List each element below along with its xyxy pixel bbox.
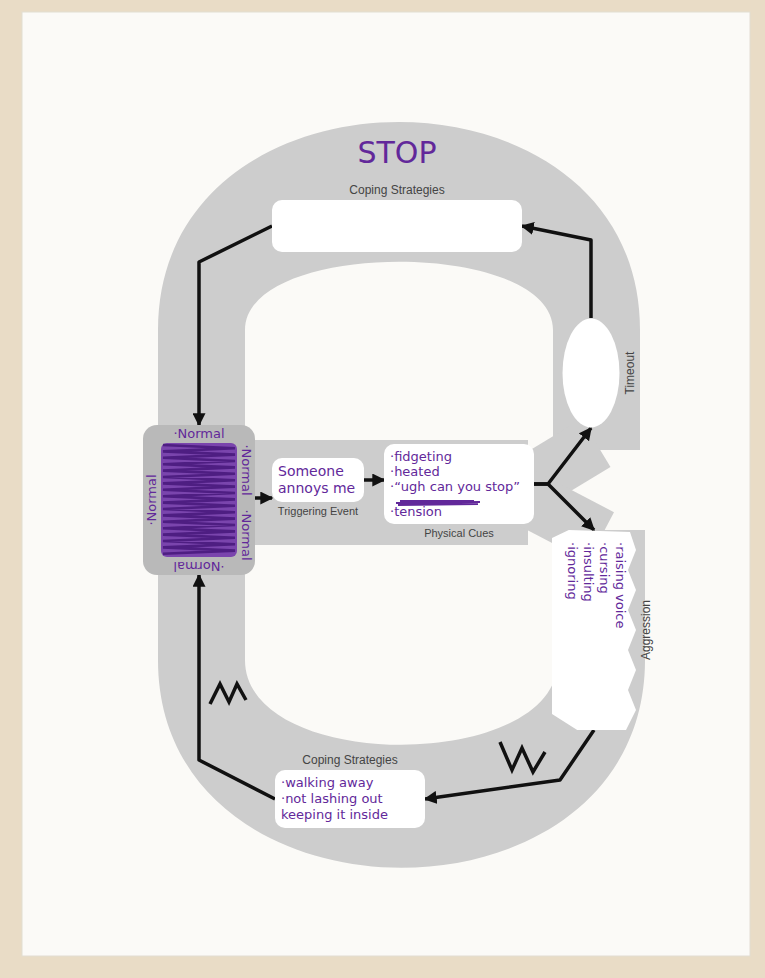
flow-arrow <box>255 496 272 500</box>
printed-label: Physical Cues <box>424 526 494 540</box>
printed-label: Triggering Event <box>278 504 358 518</box>
zigzag-symbol <box>210 684 246 704</box>
handwritten-note: ·“ugh can you stop” <box>390 479 528 494</box>
handwritten-note: ·raising voice <box>612 542 628 718</box>
timeout-oval: Timeout <box>562 318 620 428</box>
handwritten-note: ·cursing <box>596 542 612 718</box>
oval-outline <box>562 318 620 428</box>
flow-arrow <box>534 484 594 530</box>
handwritten-note: ·ignoring <box>564 542 580 718</box>
oval-shape <box>563 319 620 428</box>
handwritten-note: keeping it inside <box>281 807 419 823</box>
scribble-ground <box>161 443 237 557</box>
handwritten-note: ·heated <box>390 464 528 479</box>
printed-label: Aggression <box>639 600 653 660</box>
handwritten-note: ·Normal <box>239 509 253 560</box>
handwritten-heading: STOP <box>357 136 436 169</box>
handwritten-note: ·Normal <box>145 474 159 525</box>
handwritten-note: ·Normal <box>173 559 224 573</box>
figure-eight-band <box>158 122 645 868</box>
scribble-strokes <box>163 445 235 554</box>
flow-arrow <box>425 730 594 799</box>
flow-arrow <box>522 226 591 318</box>
rotated-note-block: ·raising voice·cursing·insulting·ignorin… <box>564 542 628 718</box>
aggression-burst: ·raising voice·cursing·insulting·ignorin… <box>552 530 636 730</box>
printed-label: Timeout <box>623 352 637 395</box>
handwritten-note: ·fidgeting <box>390 449 528 464</box>
coping-box: Coping Strategies <box>272 200 522 252</box>
paper-sheet <box>22 12 750 956</box>
printed-label: Coping Strategies <box>302 753 397 767</box>
flow-arrow <box>199 575 275 799</box>
printed-label: Coping Strategies <box>349 183 444 197</box>
burst-shape <box>552 530 636 730</box>
coping-box: ·walking away·not lashing outkeeping it … <box>275 770 425 828</box>
handwritten-note: ·tension <box>390 504 528 519</box>
handwritten-note: ·insulting <box>580 542 596 718</box>
zigzag-symbol <box>500 742 545 772</box>
handwritten-note: ·Normal <box>173 427 224 441</box>
scribbled-state-box: ·Normal ·Normal ·Normal ·Normal ·Normal <box>143 425 255 575</box>
trigger-box: Someone annoys meTriggering Event <box>272 458 364 502</box>
flow-arrow <box>534 428 591 484</box>
scribble-fill <box>161 443 237 557</box>
cues-box: ·fidgeting·heated·“ugh can you stop” ·ten… <box>384 444 534 524</box>
flow-arrow <box>199 226 272 425</box>
handwritten-note: ·Normal <box>239 444 253 495</box>
handwritten-note: ·not lashing out <box>281 791 419 807</box>
handwritten-note: ·walking away <box>281 775 419 791</box>
handwritten-note: Someone annoys me <box>278 463 358 497</box>
crossed-out-note <box>390 494 528 504</box>
flow-arrow <box>364 478 384 482</box>
